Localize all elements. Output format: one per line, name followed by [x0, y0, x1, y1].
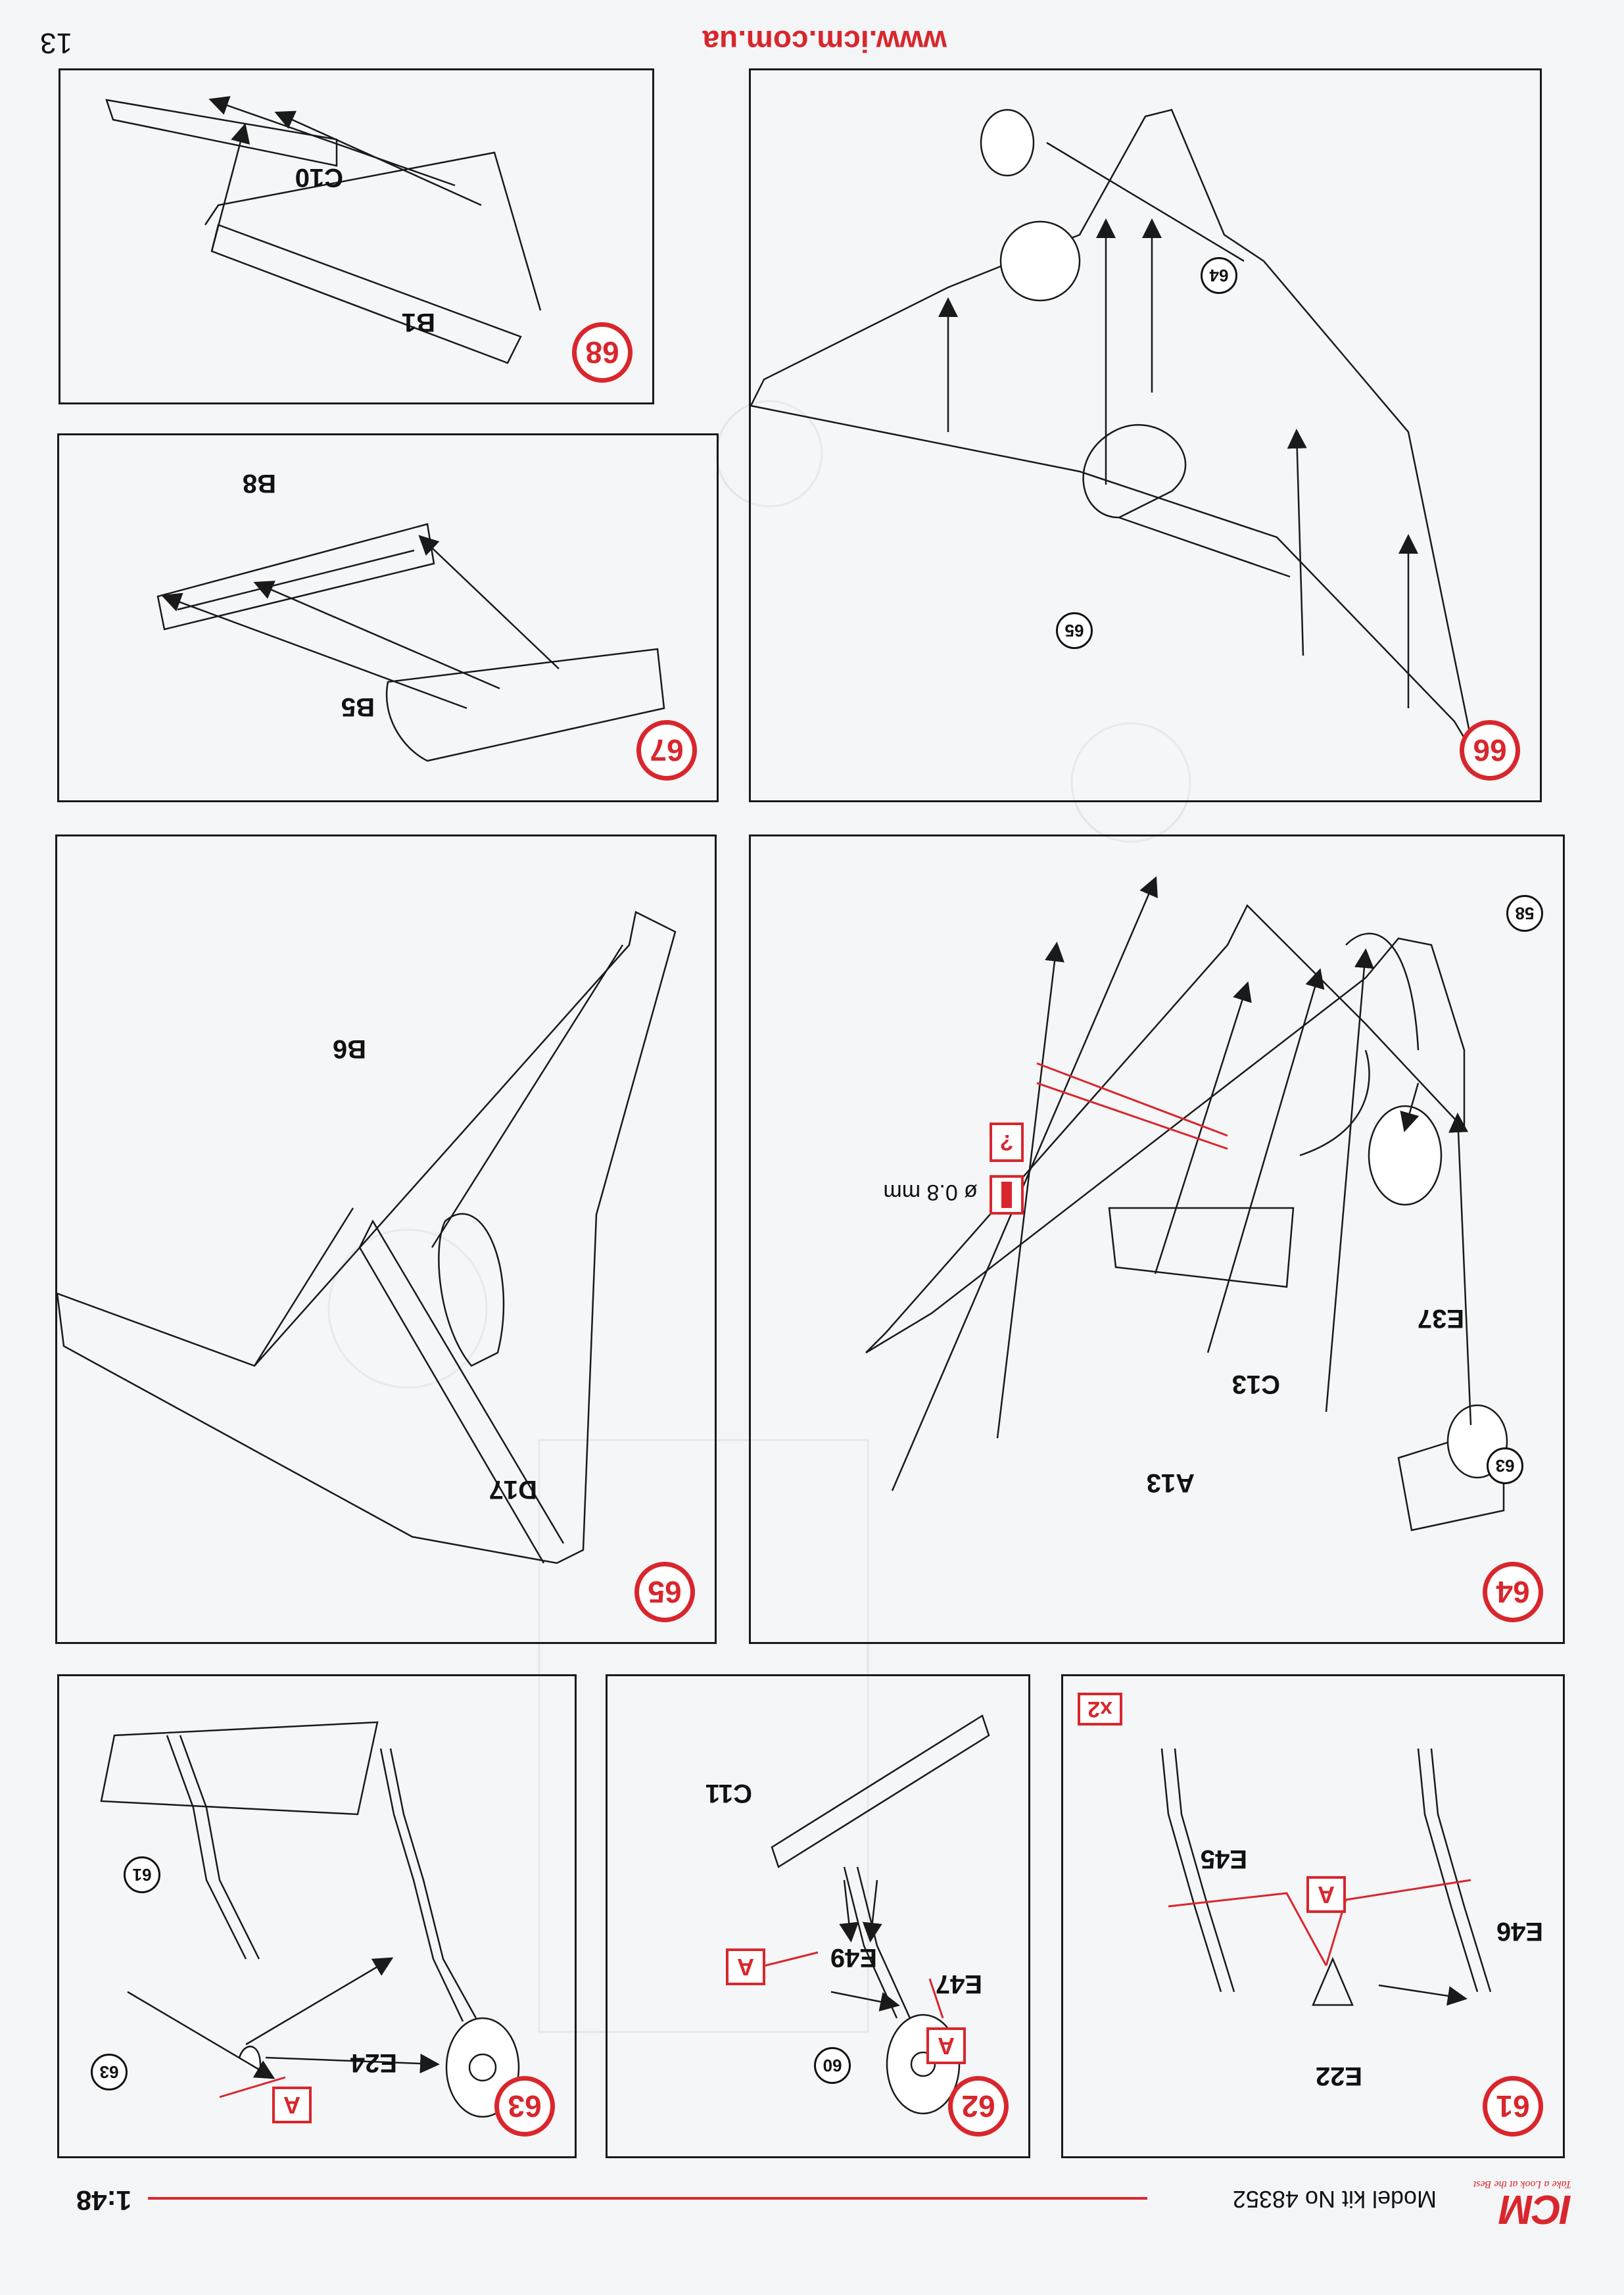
part-label-C10: C10	[295, 163, 343, 192]
step-64-panel: 64 63 A13 C13 E37 ? ø 0.8 mm 58	[749, 834, 1565, 1644]
scale-label: 1:48	[76, 2185, 131, 2216]
step-67-drawing	[156, 523, 665, 762]
ref-circle-58: 58	[1506, 895, 1543, 932]
glue-box-icon-second: A	[726, 1948, 765, 1985]
part-label-E47: E47	[935, 1969, 982, 1998]
brand-logo-mark: ICM	[1500, 2186, 1571, 2232]
website-url: www.icm.com.ua	[702, 24, 947, 59]
step-62-panel: 62 60 A E47 E49 A C11	[606, 1674, 1030, 2158]
drill-question-icon: ?	[990, 1123, 1024, 1162]
step-62-badge: 62	[948, 2076, 1009, 2137]
step-68-panel: 68 B1 C10	[59, 68, 654, 404]
step-61-panel: 61 E22 E46 E45 A x2	[1061, 1674, 1565, 2158]
part-label-B5: B5	[341, 692, 375, 721]
part-label-A13: A13	[1146, 1468, 1195, 1497]
step-64-drawing	[865, 876, 1508, 1532]
ref-circle-63: 63	[1487, 1447, 1523, 1484]
step-64-badge: 64	[1483, 1562, 1543, 1622]
part-label-E37: E37	[1417, 1304, 1464, 1333]
glue-box-icon: A	[1306, 1876, 1346, 1913]
step-68-drawing	[105, 96, 542, 364]
step-66-panel: 66 65 64	[749, 68, 1542, 802]
step-65-panel: 65 D17 B6	[55, 834, 717, 1644]
step-66-drawing	[750, 109, 1475, 755]
part-label-E46: E46	[1496, 1917, 1543, 1946]
part-label-C11: C11	[705, 1779, 752, 1808]
step-61-badge: 61	[1483, 2076, 1543, 2137]
part-label-C13: C13	[1231, 1370, 1280, 1399]
ref-circle-60: 60	[814, 2047, 851, 2084]
step-65-drawing	[56, 911, 677, 1564]
step-63-panel: 63 E24 A 63 61	[57, 1674, 577, 2158]
step-63-badge: 63	[494, 2076, 555, 2137]
header-rule	[148, 2197, 1147, 2200]
part-label-B6: B6	[332, 1034, 366, 1063]
step-67-badge: 67	[636, 720, 697, 781]
quantity-x2-icon: x2	[1078, 1693, 1122, 1726]
part-label-E45: E45	[1200, 1845, 1247, 1873]
part-label-B8: B8	[242, 469, 276, 498]
brand-tagline: Take a Look at the Best	[1473, 2179, 1571, 2190]
drill-hole-icon	[990, 1175, 1024, 1215]
brand-logo: ICM Take a Look at the Best	[1460, 2179, 1571, 2233]
kit-number: Model kit No 48352	[1232, 2186, 1437, 2213]
part-label-E22: E22	[1315, 2062, 1362, 2090]
part-label-B1: B1	[401, 308, 435, 337]
ref-circle-63: 63	[91, 2054, 128, 2090]
page-header: ICM Take a Look at the Best Model kit No…	[0, 2163, 1624, 2295]
glue-box-icon: A	[272, 2087, 312, 2123]
step-66-badge: 66	[1460, 720, 1520, 781]
page-number: 13	[40, 27, 72, 59]
step-67-panel: 67 B5 B8	[57, 433, 719, 802]
ref-circle-64: 64	[1201, 257, 1237, 294]
step-63-drawing	[100, 1721, 520, 2118]
part-label-E24: E24	[350, 2048, 397, 2077]
step-61-drawing	[1160, 1748, 1492, 2006]
step-65-badge: 65	[634, 1562, 695, 1622]
step-68-badge: 68	[572, 322, 633, 383]
ref-circle-61: 61	[124, 1856, 160, 1893]
part-label-D17: D17	[489, 1475, 537, 1504]
glue-box-icon: A	[926, 2027, 966, 2064]
drill-diameter-label: ø 0.8 mm	[883, 1180, 978, 1205]
part-label-E49: E49	[830, 1943, 877, 1972]
ref-circle-65: 65	[1056, 612, 1093, 649]
